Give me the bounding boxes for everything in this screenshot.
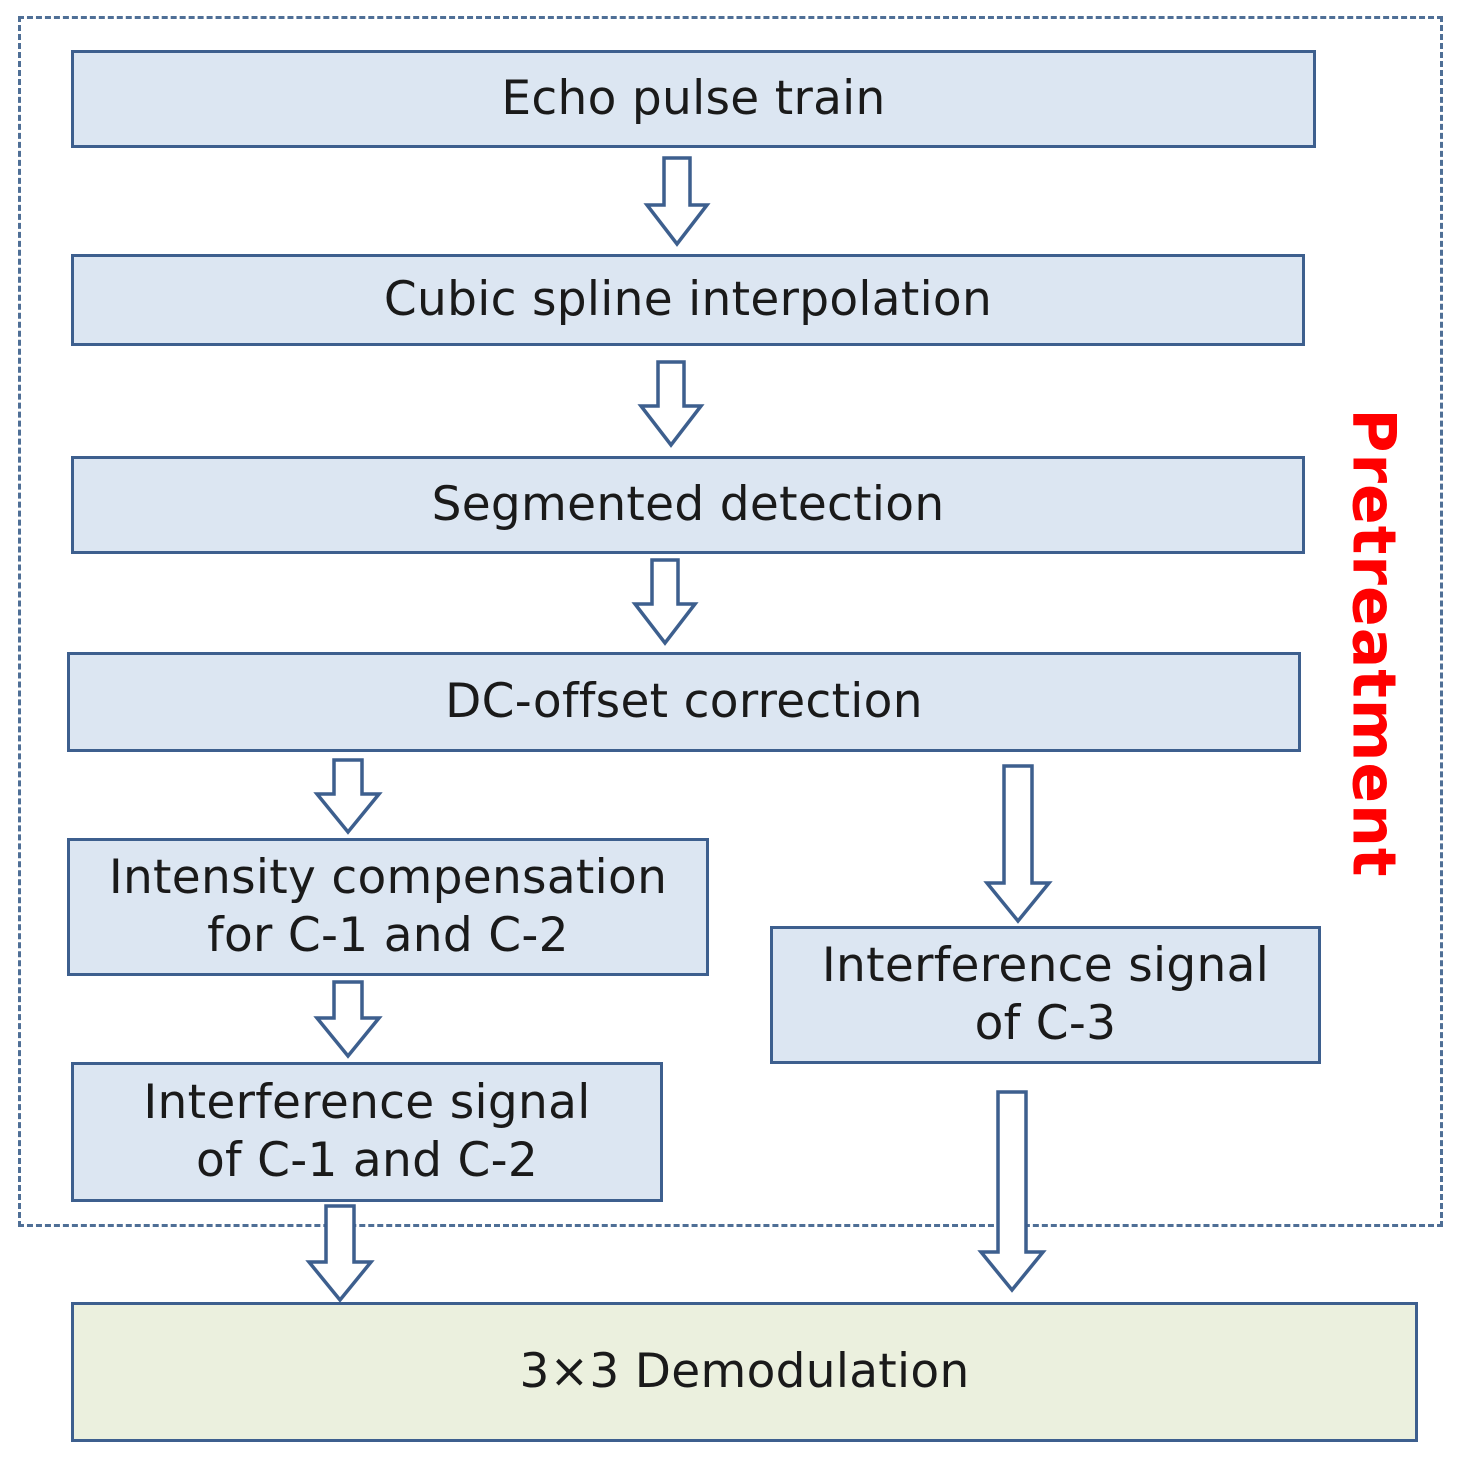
dc-offset-box: DC-offset correction [67, 652, 1301, 752]
echo-pulse-train-label: Echo pulse train [501, 71, 886, 126]
arrow-down-icon [313, 980, 383, 1059]
interference-c3-box: Interference signal of C-3 [770, 926, 1321, 1064]
arrow-down-icon [305, 1204, 375, 1303]
interference-c12-box: Interference signal of C-1 and C-2 [71, 1062, 663, 1202]
arrow-down-icon [313, 758, 383, 835]
dc-offset-label: DC-offset correction [445, 674, 923, 729]
pretreatment-region [18, 16, 1443, 1227]
arrow-down-icon [631, 558, 699, 646]
intensity-compensation-box: Intensity compensation for C-1 and C-2 [67, 838, 709, 976]
intensity-compensation-label: Intensity compensation for C-1 and C-2 [108, 850, 668, 963]
arrow-down-icon [643, 156, 711, 247]
echo-pulse-train-box: Echo pulse train [71, 50, 1316, 148]
demodulation-label: 3×3 Demodulation [519, 1344, 970, 1399]
cubic-spline-label: Cubic spline interpolation [383, 272, 993, 327]
segmented-detection-label: Segmented detection [431, 477, 945, 532]
cubic-spline-box: Cubic spline interpolation [71, 254, 1305, 346]
arrow-down-icon [983, 764, 1053, 924]
arrow-down-icon [637, 360, 705, 448]
interference-c12-label: Interference signal of C-1 and C-2 [143, 1075, 591, 1188]
interference-c3-label: Interference signal of C-3 [821, 938, 1270, 1051]
segmented-detection-box: Segmented detection [71, 456, 1305, 554]
demodulation-box: 3×3 Demodulation [71, 1302, 1418, 1442]
arrow-down-icon [977, 1090, 1047, 1293]
